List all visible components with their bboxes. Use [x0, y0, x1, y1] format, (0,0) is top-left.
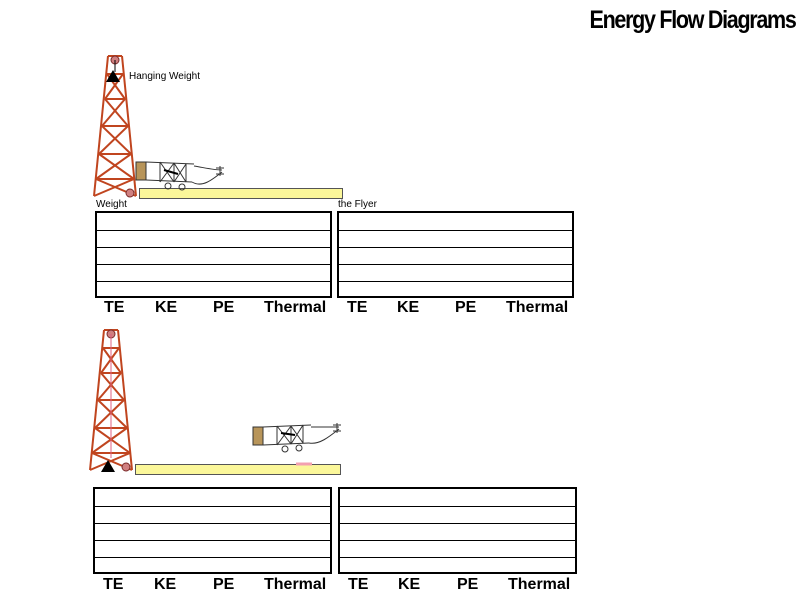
- derrick-tower-top: [93, 55, 137, 198]
- page-title: Energy Flow Diagrams: [590, 6, 797, 34]
- flyer-airplane-icon-top: [135, 161, 224, 191]
- column-thermal: Thermal: [508, 576, 571, 593]
- energy-graph-flyer-bottom: [338, 487, 577, 574]
- column-ke: KE: [398, 576, 421, 593]
- column-thermal: Thermal: [506, 299, 569, 316]
- column-thermal: Thermal: [264, 299, 327, 316]
- launch-track-bottom: [135, 464, 341, 475]
- column-pe: PE: [213, 576, 235, 593]
- column-te: TE: [348, 576, 369, 593]
- column-te: TE: [347, 299, 368, 316]
- column-thermal: Thermal: [264, 576, 327, 593]
- energy-graph-weight-bottom: [93, 487, 332, 574]
- flyer-label: the Flyer: [338, 199, 377, 210]
- fallen-weight-icon: [101, 460, 115, 472]
- friction-mark-icon: [296, 462, 312, 466]
- column-te: TE: [103, 576, 124, 593]
- derrick-tower-bottom: [89, 329, 133, 472]
- column-te: TE: [104, 299, 125, 316]
- column-ke: KE: [154, 576, 177, 593]
- energy-graph-weight-top: [95, 211, 332, 298]
- column-ke: KE: [397, 299, 420, 316]
- column-pe: PE: [455, 299, 477, 316]
- weight-label: Weight: [96, 199, 127, 210]
- launch-track-top: [139, 188, 343, 199]
- column-pe: PE: [213, 299, 235, 316]
- hanging-weight-icon: [106, 70, 120, 82]
- column-pe: PE: [457, 576, 479, 593]
- flyer-airplane-icon-bottom: [252, 423, 341, 453]
- column-ke: KE: [155, 299, 178, 316]
- hanging-weight-label: Hanging Weight: [129, 71, 200, 82]
- energy-graph-flyer-top: [337, 211, 574, 298]
